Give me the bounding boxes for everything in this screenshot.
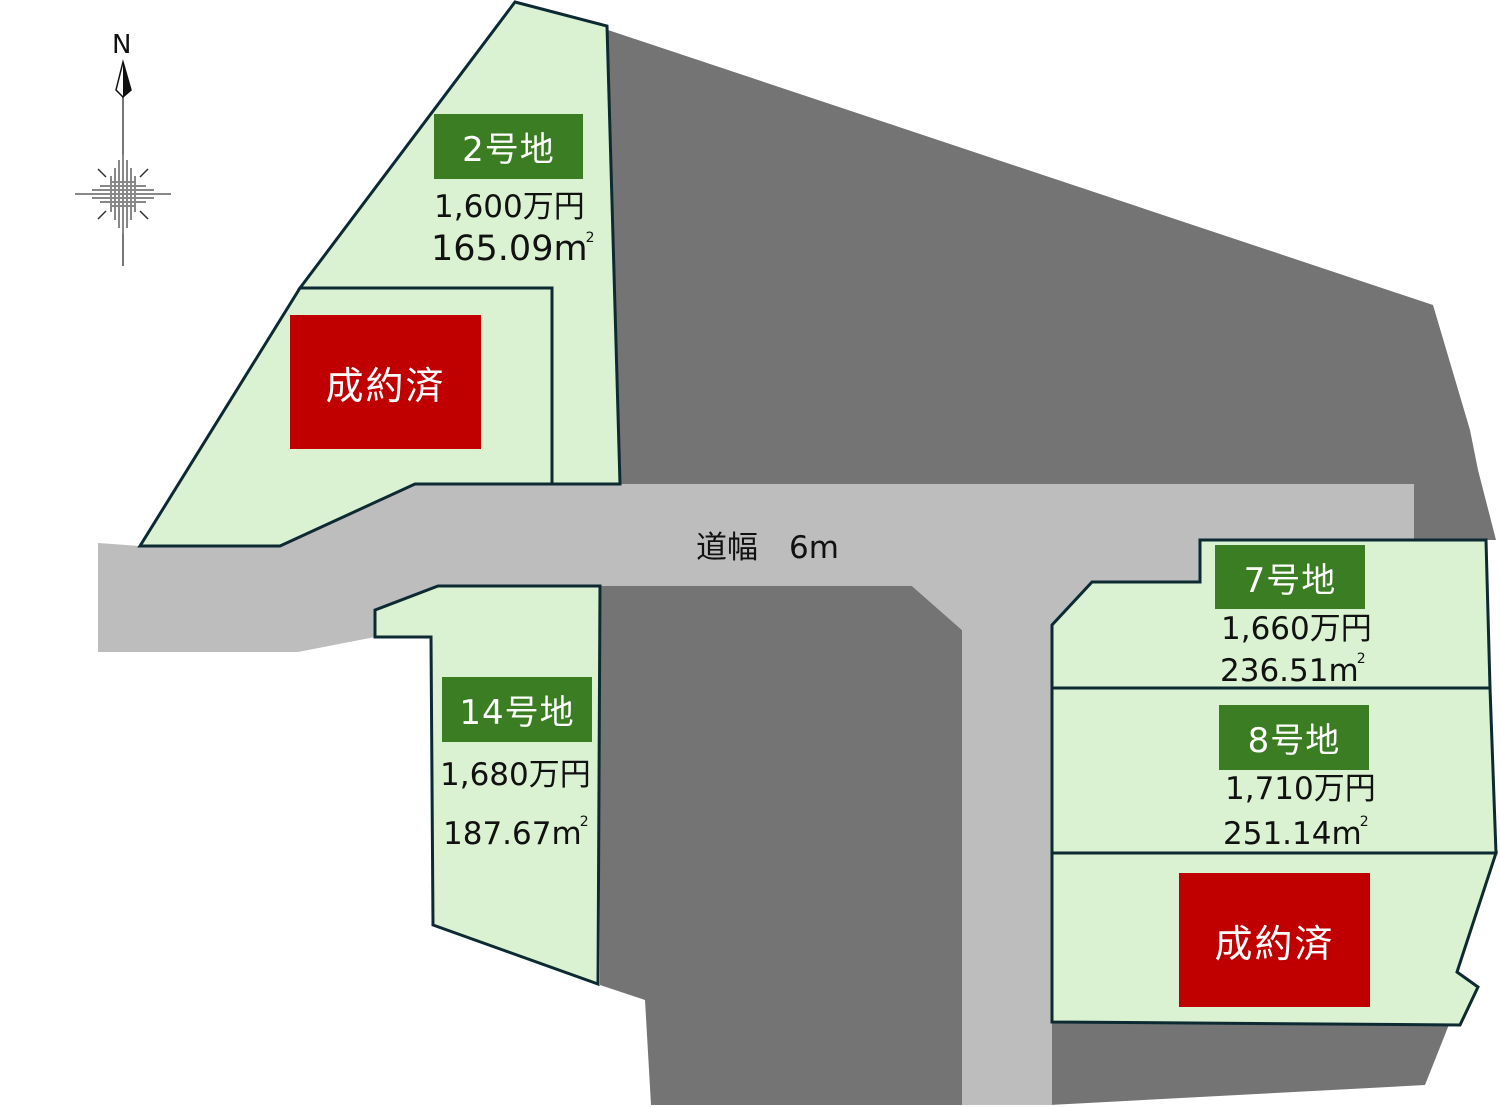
land-north-east (608, 30, 1496, 540)
land-south (600, 586, 962, 1105)
lot-8-tag[interactable]: 8号地 (1219, 705, 1369, 770)
lot-14-area: 187.67m2 (443, 814, 589, 852)
lot-8-price: 1,710万円 (1225, 771, 1376, 807)
lot-2-tag[interactable]: 2号地 (434, 114, 583, 179)
land-south-east (1050, 1022, 1450, 1105)
lot-2-area: 165.09m2 (431, 229, 595, 269)
lot-2-price: 1,600万円 (434, 189, 585, 225)
lot-7-price: 1,660万円 (1221, 611, 1372, 647)
north-label: N (112, 30, 132, 60)
lot-14-tag[interactable]: 14号地 (442, 677, 592, 742)
compass-rose-icon (75, 59, 171, 266)
lot-14-price: 1,680万円 (440, 757, 591, 793)
lot-7-area: 236.51m2 (1220, 651, 1366, 689)
sold-badge-nw: 成約済 (290, 315, 481, 449)
lot-8-area: 251.14m2 (1223, 814, 1369, 852)
road-width-label: 道幅 6m (696, 530, 839, 566)
lot-7-tag[interactable]: 7号地 (1215, 545, 1365, 609)
lot-7-parcel[interactable] (1050, 538, 1492, 690)
sold-badge-se: 成約済 (1179, 873, 1370, 1007)
